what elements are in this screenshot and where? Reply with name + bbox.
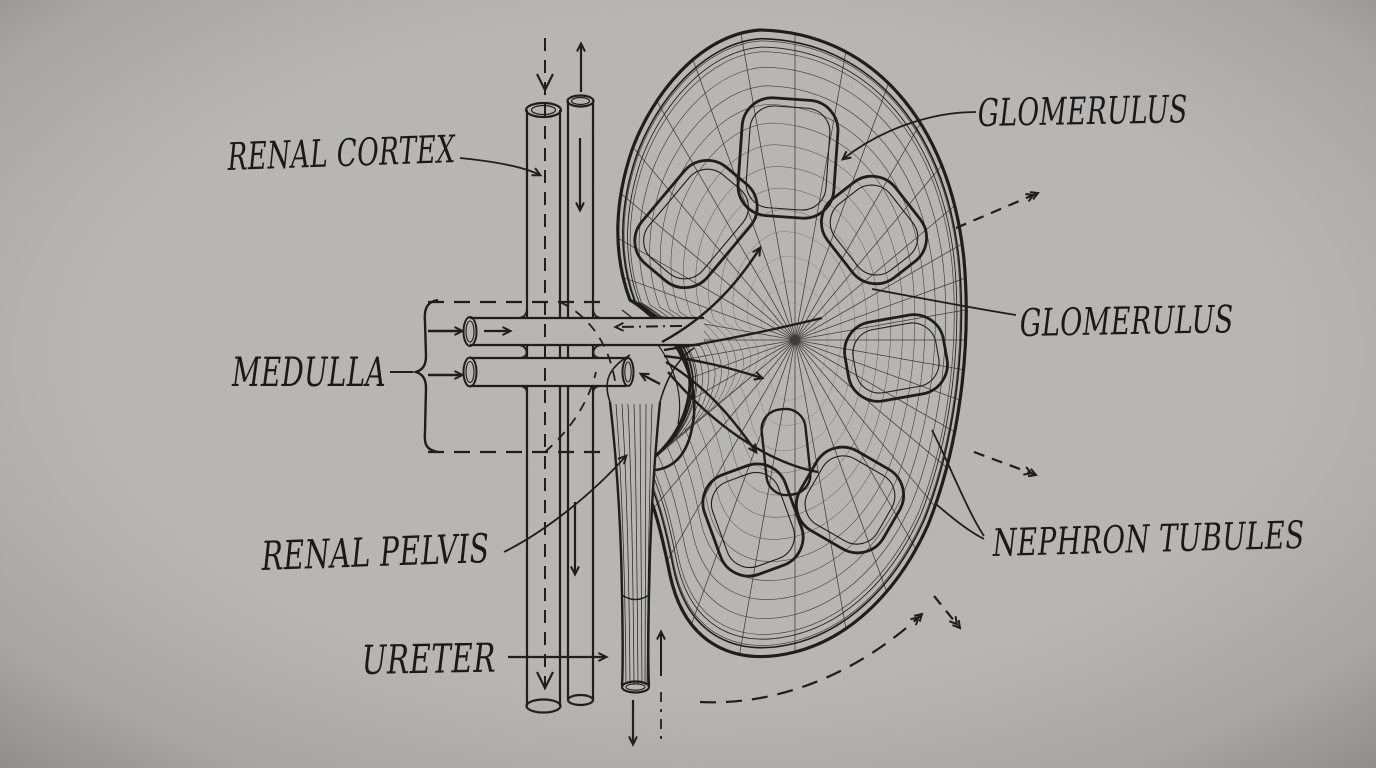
kidney-diagram: RENAL CORTEX GLOMERULUS GLOMERULUS MEDUL… — [0, 0, 1376, 768]
paper-vignette — [0, 0, 1376, 768]
kidney-blueprint-canvas: RENAL CORTEX GLOMERULUS GLOMERULUS MEDUL… — [0, 0, 1376, 768]
